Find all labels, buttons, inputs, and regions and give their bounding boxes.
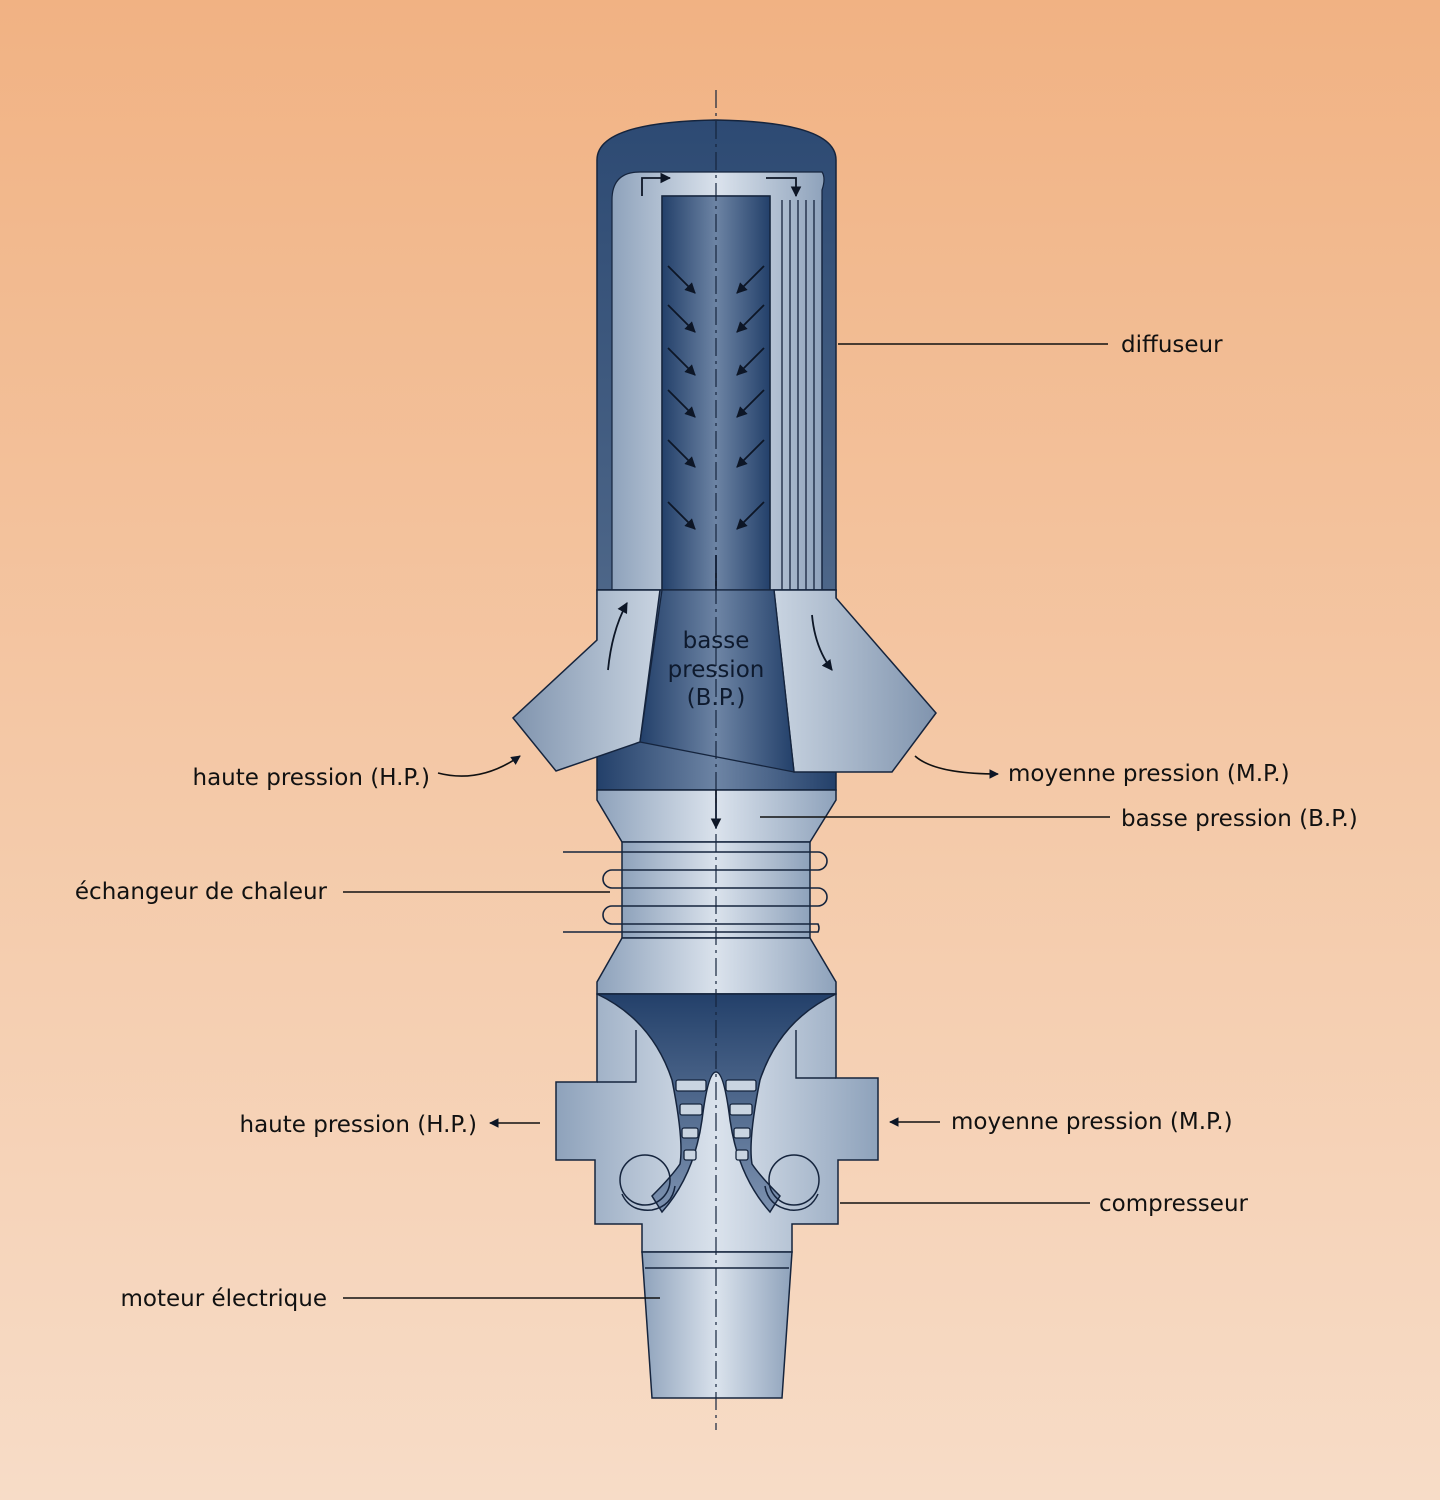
label-bp-outlet: basse pression (B.P.) bbox=[1121, 806, 1358, 832]
housing-inner-right bbox=[795, 1030, 836, 1079]
mp-wing-arrow bbox=[811, 614, 833, 671]
electric-motor bbox=[641, 1251, 793, 1399]
flow-arrow-top-right bbox=[766, 177, 802, 198]
hp-wing-arrow bbox=[607, 602, 628, 671]
label-diffuseur: diffuseur bbox=[1121, 332, 1223, 358]
nozzle-section: basse pression (B.P.) bbox=[511, 589, 937, 791]
throat bbox=[639, 589, 795, 773]
flow-arrow-top-left bbox=[641, 172, 672, 196]
label-hp-inlet: haute pression (H.P.) bbox=[193, 765, 431, 791]
diffuser-fins bbox=[781, 200, 823, 590]
motor-body bbox=[641, 1251, 793, 1399]
volutes bbox=[619, 1154, 820, 1211]
label-hp-outlet: haute pression (H.P.) bbox=[240, 1112, 478, 1138]
mp-outlet-wing bbox=[773, 589, 937, 773]
label-mp-inlet: moyenne pression (M.P.) bbox=[951, 1109, 1233, 1135]
hp-inlet-wing bbox=[511, 589, 661, 772]
inner-flow-arrows bbox=[667, 265, 765, 530]
label-moteur: moteur électrique bbox=[120, 1286, 327, 1312]
exchanger-coils bbox=[563, 851, 828, 933]
label-mp-outlet: moyenne pression (M.P.) bbox=[1008, 761, 1290, 787]
impeller-blades bbox=[675, 1079, 757, 1161]
housing-inner-left bbox=[597, 1030, 637, 1083]
label-compresseur: compresseur bbox=[1099, 1191, 1249, 1217]
label-echangeur: échangeur de chaleur bbox=[75, 879, 328, 905]
compressor-section bbox=[555, 993, 879, 1253]
annotations: diffuseur haute pression (H.P.) moyenne … bbox=[75, 332, 1358, 1312]
